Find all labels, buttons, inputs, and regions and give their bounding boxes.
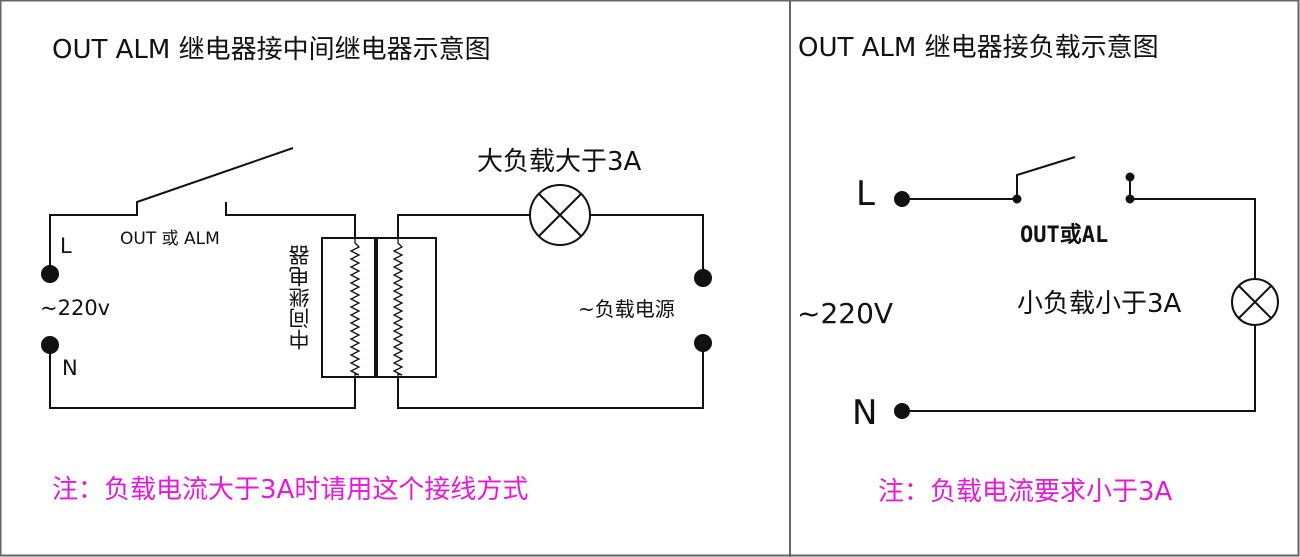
terminal-n-label: N xyxy=(62,356,78,380)
right-circuit xyxy=(894,156,1279,419)
wire-n xyxy=(902,325,1256,412)
left-title: OUT ALM 继电器接中间继电器示意图 xyxy=(52,35,491,65)
terminal-l-dot xyxy=(41,265,59,283)
load-supply-label: ~负载电源 xyxy=(578,297,675,321)
terminal-l-label: L xyxy=(60,234,72,258)
switch-wire-out xyxy=(225,202,356,238)
switch-label: OUT或AL xyxy=(1020,223,1109,248)
voltage-label: ~220v xyxy=(40,296,111,320)
terminal-l-label: L xyxy=(856,174,875,214)
relay-label: 中间继电器 xyxy=(288,245,312,350)
right-note: 注：负载电流要求小于3A xyxy=(878,477,1173,507)
relay-coil-2 xyxy=(392,238,404,377)
load-wire-top xyxy=(397,214,530,238)
contact-dot xyxy=(1125,172,1135,182)
contact-dot xyxy=(1125,194,1135,204)
terminal-n-label: N xyxy=(852,393,878,433)
left-note: 注：负载电流大于3A时请用这个接线方式 xyxy=(52,475,529,505)
switch-wire-l xyxy=(902,156,1076,200)
wire-to-lamp xyxy=(1130,198,1256,279)
terminal-n-dot xyxy=(894,403,910,419)
switch-label: OUT 或 ALM xyxy=(120,229,220,249)
left-circuit xyxy=(41,147,712,409)
lamp-icon xyxy=(1231,278,1279,326)
terminal-n-dot xyxy=(41,336,59,354)
load-terminal-dot xyxy=(694,334,712,352)
contact-dot xyxy=(1012,194,1022,204)
lamp-label: 大负载大于3A xyxy=(477,147,642,177)
load-terminal-dot xyxy=(694,269,712,287)
lamp-label: 小负载小于3A xyxy=(1017,289,1182,319)
lamp-icon xyxy=(529,184,591,246)
terminal-l-dot xyxy=(894,191,910,207)
relay-box xyxy=(321,237,437,378)
load-wire-right xyxy=(590,214,704,278)
voltage-label: ~220V xyxy=(797,297,894,330)
relay-coil-1 xyxy=(349,238,361,377)
load-wire-bottom xyxy=(397,343,704,409)
switch-wire-l xyxy=(49,147,294,268)
wire-n xyxy=(49,345,356,409)
right-title: OUT ALM 继电器接负载示意图 xyxy=(798,33,1159,63)
